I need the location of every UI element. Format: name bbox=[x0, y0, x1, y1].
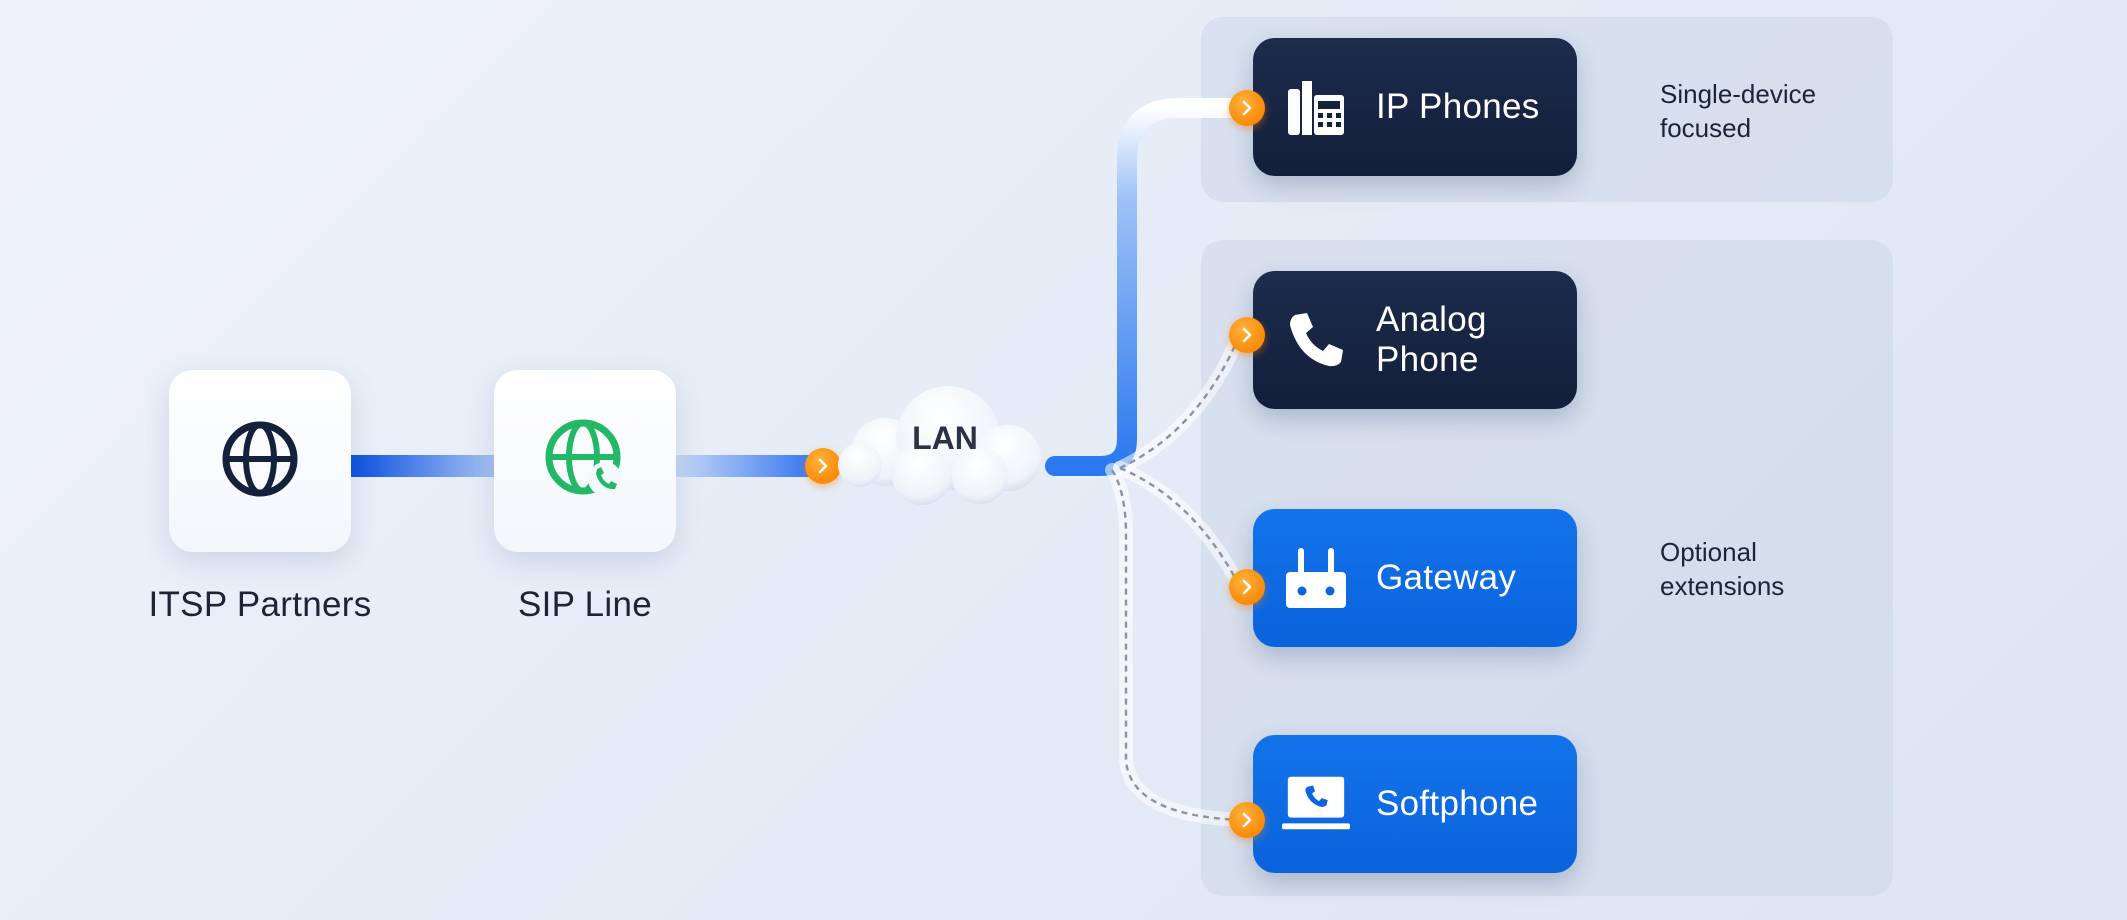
lan-label: LAN bbox=[912, 419, 978, 456]
group-note-optional-extensions: Optional extensions bbox=[1660, 535, 1784, 603]
lan-cloud[interactable]: LAN bbox=[830, 380, 1060, 510]
device-gateway-label: Gateway bbox=[1376, 558, 1517, 597]
device-analog-label-line1: Analog bbox=[1376, 300, 1487, 339]
globe-icon bbox=[220, 419, 300, 504]
device-ip-phones[interactable]: IP Phones bbox=[1253, 38, 1577, 176]
gateway-router-icon bbox=[1282, 544, 1350, 612]
link-sip-to-lan bbox=[675, 455, 825, 477]
group-note-line: focused bbox=[1660, 113, 1752, 143]
device-gateway[interactable]: Gateway bbox=[1253, 509, 1577, 647]
cloud-icon bbox=[838, 386, 1041, 505]
group-note-line: Optional bbox=[1660, 537, 1757, 567]
device-analog-phone[interactable]: Analog Phone bbox=[1253, 271, 1577, 409]
sip-line-node[interactable] bbox=[494, 370, 676, 552]
device-softphone-label: Softphone bbox=[1376, 784, 1539, 823]
device-analog-label-line2: Phone bbox=[1376, 340, 1479, 379]
softphone-arrow-badge bbox=[1229, 802, 1265, 838]
link-itsp-to-sip bbox=[350, 455, 496, 477]
group-note-line: Single-device bbox=[1660, 79, 1817, 109]
phone-handset-icon bbox=[1282, 306, 1350, 374]
laptop-phone-icon bbox=[1282, 770, 1350, 838]
sip-line-label: SIP Line bbox=[517, 585, 653, 624]
itsp-partners-label: ITSP Partners bbox=[148, 585, 372, 624]
group-note-single-device: Single-device focused bbox=[1660, 77, 1816, 145]
lan-entry-arrow-badge bbox=[805, 448, 841, 484]
group-note-line: extensions bbox=[1660, 571, 1785, 601]
desk-phone-icon bbox=[1282, 73, 1350, 141]
globe-phone-icon bbox=[543, 417, 627, 506]
gateway-arrow-badge bbox=[1229, 569, 1265, 605]
analog-phone-arrow-badge bbox=[1229, 317, 1265, 353]
ip-phones-arrow-badge bbox=[1229, 90, 1265, 126]
itsp-partners-node[interactable] bbox=[169, 370, 351, 552]
device-ip-phones-label: IP Phones bbox=[1376, 87, 1540, 126]
device-softphone[interactable]: Softphone bbox=[1253, 735, 1577, 873]
